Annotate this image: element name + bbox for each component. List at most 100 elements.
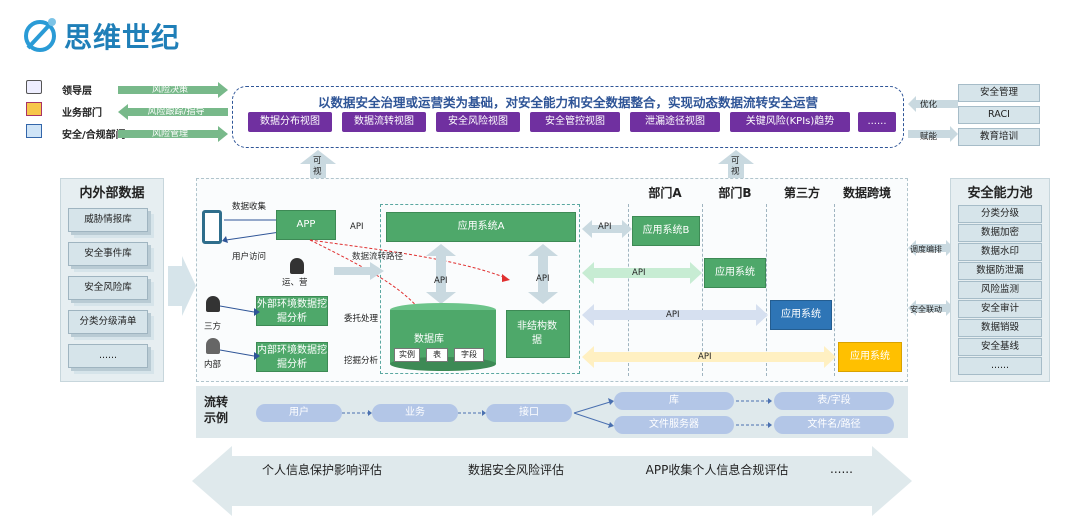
- api-label-unstructured: API: [536, 274, 550, 284]
- api-arrow-blue: [582, 304, 768, 326]
- db-table: 表: [426, 348, 448, 362]
- capability-audit: 安全审计: [958, 300, 1042, 318]
- flow-node-db: 库: [614, 392, 734, 410]
- left-item-security-events: 安全事件库: [68, 242, 148, 266]
- bottom-more: ......: [830, 462, 853, 476]
- dept-divider-2: [702, 204, 703, 376]
- optimize-label: 优化: [920, 100, 938, 110]
- capability-risk-monitor: 风险监测: [958, 281, 1042, 299]
- visual-arrow-right: [718, 150, 754, 182]
- ops-label: 运、营: [282, 278, 308, 288]
- data-collect-label: 数据收集: [232, 202, 267, 212]
- app-box[interactable]: APP: [276, 210, 336, 240]
- app-system-b[interactable]: 应用系统B: [632, 216, 700, 246]
- optimize-arrows: [908, 96, 958, 142]
- bottom-app-compliance: APP收集个人信息合规评估: [622, 458, 812, 482]
- visual-arrow-left: [300, 150, 336, 182]
- view-more[interactable]: ......: [858, 112, 896, 132]
- app-system-a[interactable]: 应用系统A: [386, 212, 576, 242]
- linkage-label: 安全联动: [910, 305, 942, 314]
- role-security-icon: [26, 124, 42, 138]
- banner-title: 以数据安全治理或运营类为基础，对安全能力和安全数据整合，实现动态数据流转安全运营: [317, 95, 818, 110]
- capability-baseline: 安全基线: [958, 338, 1042, 356]
- dept-a: 部门A: [648, 186, 682, 200]
- database-label: 数据库: [414, 334, 444, 345]
- api-label-orange: API: [698, 352, 712, 362]
- dept-b: 部门B: [718, 186, 752, 200]
- dept-divider-1: [628, 204, 629, 376]
- app-system-third-party[interactable]: 应用系统: [770, 300, 832, 330]
- left-item-threat-intel: 威胁情报库: [68, 208, 148, 232]
- logo-text: 思维世纪: [64, 21, 181, 54]
- internal-person-icon: [206, 338, 220, 354]
- flow-arrows: [342, 398, 772, 428]
- api-label-green: API: [632, 268, 646, 278]
- right-panel-title: 安全能力池: [967, 186, 1033, 201]
- flow-node-business: 业务: [372, 404, 458, 422]
- dept-divider-3: [766, 204, 767, 376]
- roles: 领导层 业务部门 安全/合规部门: [26, 80, 226, 150]
- dept-divider-4: [834, 204, 835, 376]
- view-leak-path[interactable]: 泄漏途径视图: [630, 112, 720, 132]
- visual-label-right: 可视: [731, 156, 740, 177]
- phone-app-arrows: [222, 216, 282, 243]
- api-label-app: API: [350, 222, 364, 232]
- role-business: 业务部门: [62, 108, 102, 119]
- capability-watermark: 数据水印: [958, 243, 1042, 261]
- role-security: 安全/合规部门: [62, 130, 126, 141]
- capability-more: ......: [958, 357, 1042, 375]
- external-analysis-box[interactable]: 外部环境数据挖掘分析: [256, 296, 328, 326]
- arrow-risk-decision: 风险决策: [151, 85, 188, 95]
- flow-title: 流转示例: [204, 395, 229, 425]
- mining-label: 挖掘分析: [344, 356, 379, 366]
- app-system-cross-border[interactable]: 应用系统: [838, 342, 902, 372]
- flow-node-table-field: 表/字段: [774, 392, 894, 410]
- internal-label: 内部: [204, 360, 222, 370]
- unstructured-data-box: [506, 310, 570, 358]
- api-vertical-arrow-1: [426, 244, 456, 304]
- orchestrate-label: 调度编排: [910, 245, 942, 254]
- db-instance: 实例: [394, 348, 420, 362]
- bottom-risk-assessment: 数据安全风险评估: [426, 458, 606, 482]
- internal-analysis-box[interactable]: 内部环境数据挖掘分析: [256, 342, 328, 372]
- role-business-icon: [26, 102, 42, 116]
- flow-node-interface: 接口: [486, 404, 572, 422]
- orchestrate-arrows: [908, 240, 954, 316]
- logo: 思维世纪: [18, 12, 218, 56]
- view-security-risk[interactable]: 安全风险视图: [436, 112, 520, 132]
- system-a-area: [380, 204, 580, 374]
- left-item-classification: 分类分级清单: [68, 310, 148, 334]
- ops-arrow: [334, 262, 384, 280]
- flow-node-file-server: 文件服务器: [614, 416, 734, 434]
- db-field: 字段: [454, 348, 484, 362]
- logo-icon: [24, 18, 56, 52]
- user-access-label: 用户访问: [232, 252, 267, 262]
- api-label-db: API: [434, 276, 448, 286]
- view-data-distribution[interactable]: 数据分布视图: [248, 112, 332, 132]
- api-vertical-arrow-2: [528, 244, 558, 304]
- arrow-risk-tracking: 风险跟踪/指导: [147, 107, 205, 117]
- role-arrows: [118, 82, 228, 142]
- left-big-arrow: [168, 256, 196, 316]
- raci-box: RACI: [958, 106, 1040, 124]
- phone-icon: [202, 210, 222, 244]
- third-party-person-icon: [206, 296, 220, 312]
- capability-destroy: 数据销毁: [958, 319, 1042, 337]
- person-analysis-lines: [220, 305, 260, 360]
- training-box: 教育培训: [958, 128, 1040, 146]
- empower-label: 赋能: [920, 132, 938, 142]
- security-management-box: 安全管理: [958, 84, 1040, 102]
- delegate-label: 委托处理: [344, 314, 379, 324]
- capability-dlp: 数据防泄漏: [958, 262, 1042, 280]
- flow-node-user: 用户: [256, 404, 342, 422]
- view-data-flow[interactable]: 数据流转视图: [342, 112, 426, 132]
- data-flow-path: [309, 239, 510, 318]
- view-kpi-trend[interactable]: 关键风险(KPIs)趋势: [730, 112, 850, 132]
- unstructured-data-label: 非结构数据: [517, 321, 557, 346]
- app-system-dept-b[interactable]: 应用系统: [704, 258, 766, 288]
- role-leader: 领导层: [62, 86, 92, 97]
- api-label-b: API: [598, 222, 612, 232]
- view-security-control[interactable]: 安全管控视图: [530, 112, 620, 132]
- api-arrow-green: [582, 262, 702, 284]
- flow-node-file-path: 文件名/路径: [774, 416, 894, 434]
